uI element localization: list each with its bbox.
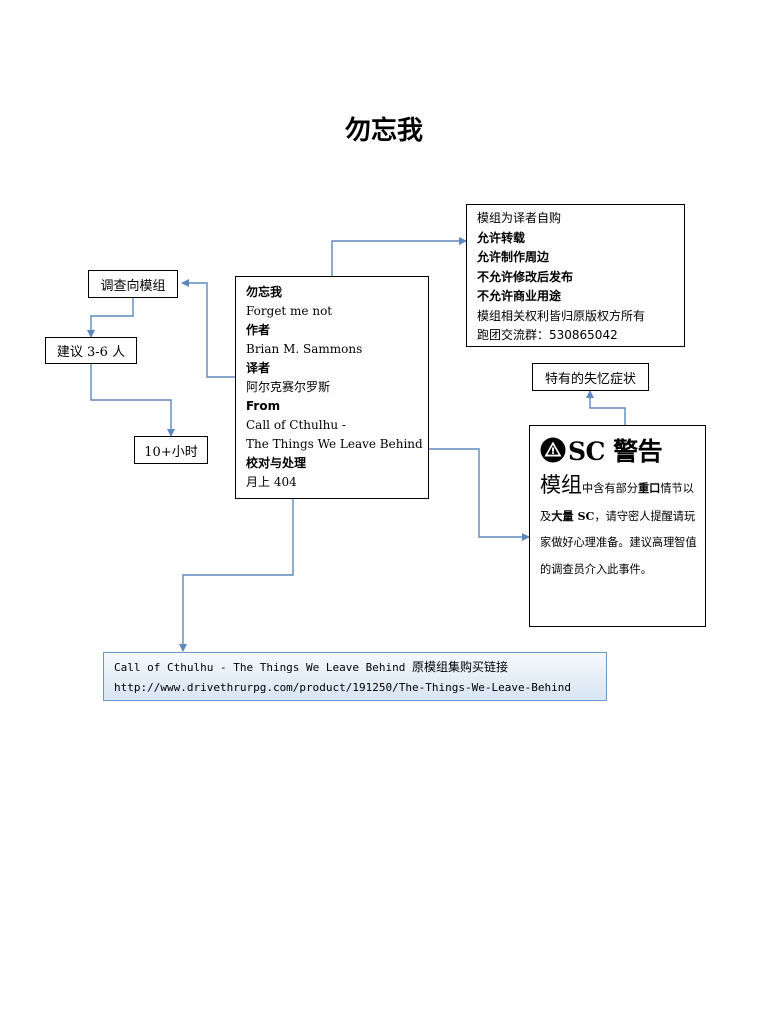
page-title: 勿忘我	[344, 116, 423, 146]
module-info-box: 勿忘我 Forget me not 作者 Brian M. Sammons 译者…	[235, 276, 429, 499]
translator-label: 译者	[246, 361, 271, 375]
arrow-info-to-rights	[331, 237, 467, 276]
source-line-1: Call of Cthulhu -	[246, 418, 346, 432]
warning-body-big: 模组	[540, 473, 582, 497]
module-name-label: 勿忘我	[246, 285, 283, 299]
rights-line-purchase: 模组为译者自购	[477, 211, 562, 225]
arrow-info-to-investigation	[181, 279, 235, 378]
arrow-info-to-link	[179, 499, 294, 652]
warning-title: SC 警告	[568, 437, 663, 466]
investigation-type-box: 调查向模组	[88, 270, 178, 298]
rights-line-group: 跑团交流群：530865042	[477, 328, 618, 342]
arrow-info-to-warning	[429, 448, 530, 541]
purchase-link-title: Call of Cthulhu - The Things We Leave Be…	[114, 657, 606, 678]
module-name-en: Forget me not	[246, 304, 333, 318]
source-line-2: The Things We Leave Behind	[246, 437, 423, 451]
purchase-link-title-en: Call of Cthulhu - The Things We Leave Be…	[114, 661, 413, 674]
warning-body-1: 中含有部分	[582, 482, 638, 495]
purchase-link-url[interactable]: http://www.drivethrurpg.com/product/1912…	[114, 681, 571, 694]
symptoms-box: 特有的失忆症状	[532, 363, 649, 391]
author-label: 作者	[246, 323, 271, 337]
from-label: From	[246, 399, 281, 413]
sc-warning-box: SC 警告 模组中含有部分重口情节以及大量 SC，请守密人提醒请玩家做好心理准备…	[529, 425, 706, 627]
proof-label: 校对与处理	[246, 456, 307, 470]
rights-line-merch: 允许制作周边	[477, 250, 550, 264]
warning-body-bold-2: 大量 SC	[551, 508, 595, 523]
rights-line-no-commercial: 不允许商业用途	[477, 289, 562, 303]
arrow-warning-to-symptoms	[586, 390, 626, 425]
proof-name: 月上 404	[246, 475, 297, 489]
purchase-link-box: Call of Cthulhu - The Things We Leave Be…	[103, 652, 607, 701]
arrow-players-to-duration	[90, 364, 175, 437]
warning-body-2: 情节以及	[540, 482, 694, 523]
player-count-box: 建议 3-6 人	[45, 337, 137, 364]
warning-header: SC 警告	[540, 430, 699, 470]
duration-box: 10+小时	[134, 436, 208, 464]
warning-body-3: ，请守密人提醒请玩家做好心理准备。建议高理智值的调查员介入此事件。	[540, 509, 697, 576]
author-name: Brian M. Sammons	[246, 342, 363, 356]
arrow-investigation-to-players	[87, 298, 134, 338]
warning-body: 模组中含有部分重口情节以及大量 SC，请守密人提醒请玩家做好心理准备。建议高理智…	[540, 472, 699, 583]
rights-line-copyright: 模组相关权利皆归原版权方所有	[477, 308, 646, 323]
translator-name: 阿尔克赛尔罗斯	[246, 380, 331, 394]
warning-icon	[540, 437, 566, 463]
rights-line-repost: 允许转载	[477, 230, 526, 245]
purchase-link-title-zh: 原模组集购买链接	[412, 660, 509, 674]
rights-line-no-modify: 不允许修改后发布	[477, 269, 574, 284]
rights-box: 模组为译者自购 允许转载 允许制作周边 不允许修改后发布 不允许商业用途 模组相…	[466, 204, 685, 347]
warning-body-bold-1: 重口	[637, 481, 661, 495]
